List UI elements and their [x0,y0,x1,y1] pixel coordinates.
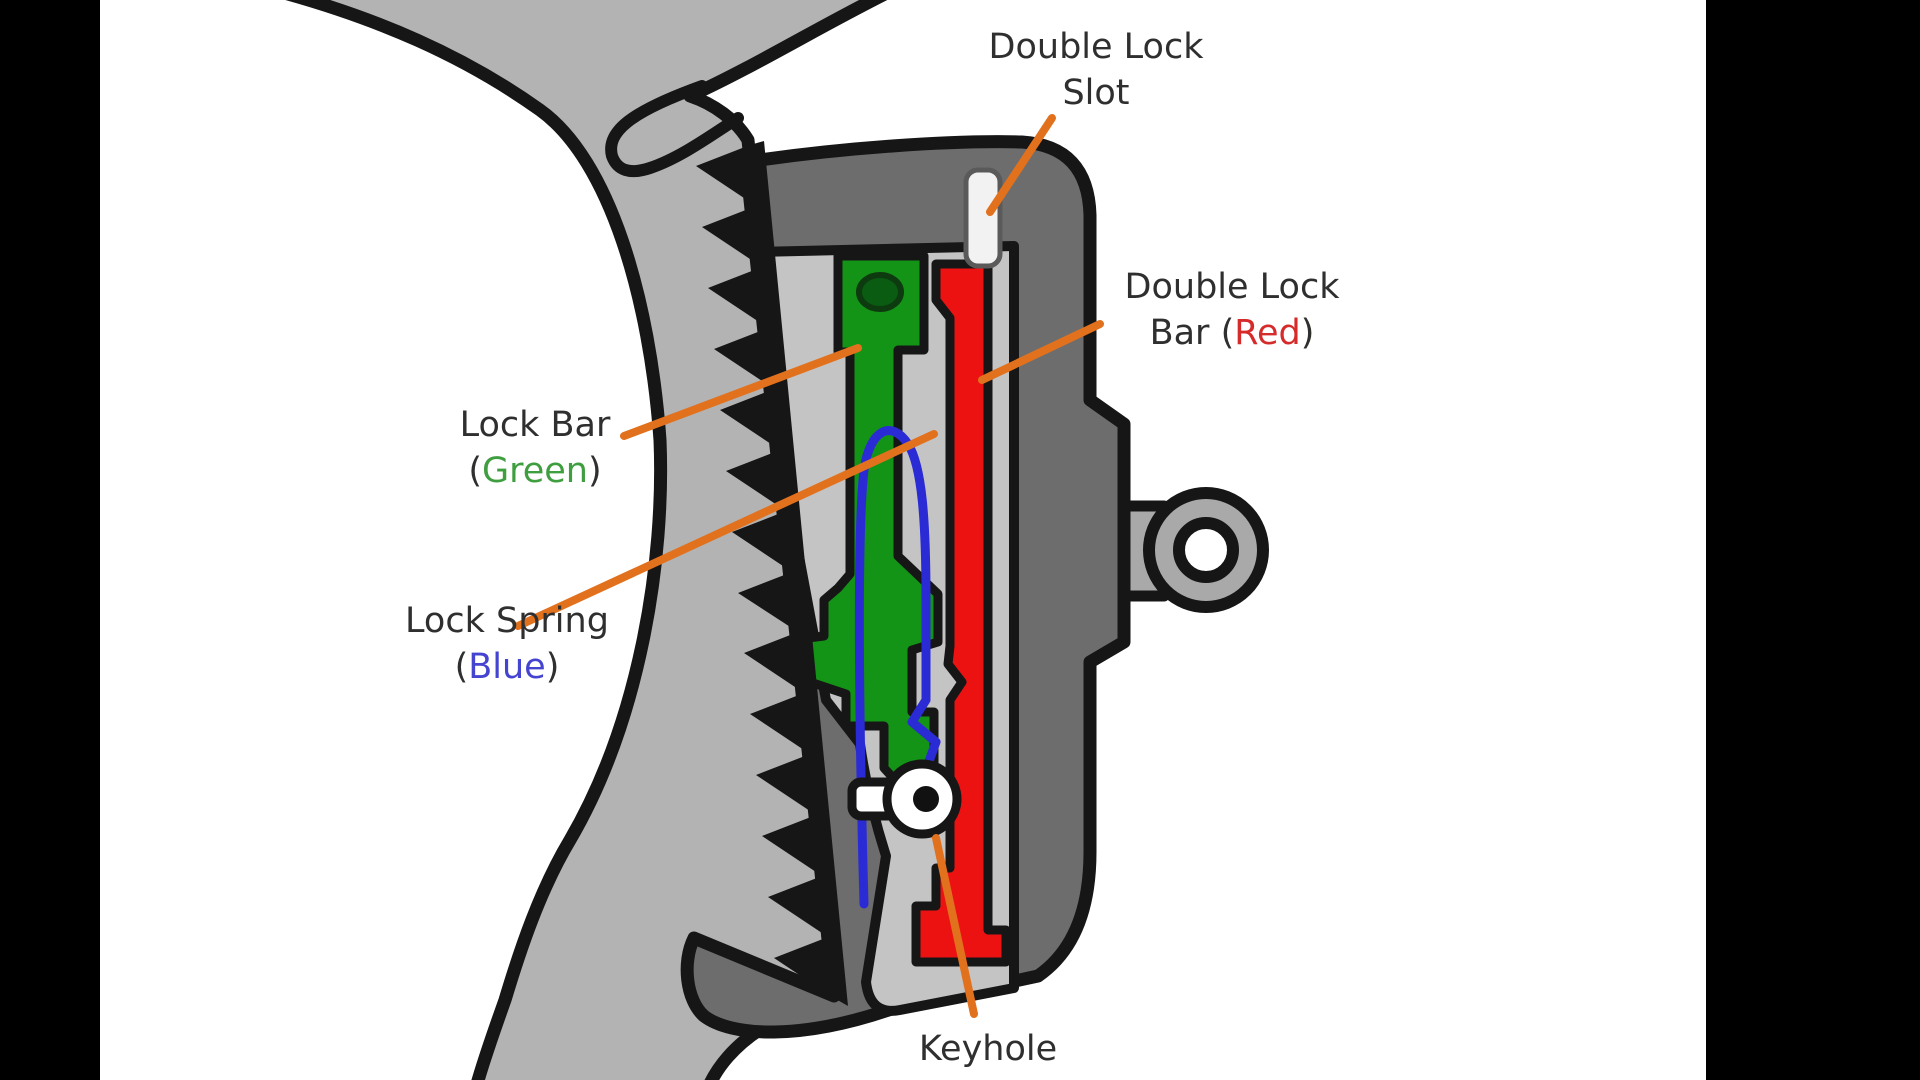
letterbox-bar-right [1706,0,1920,1080]
chain-ring-hole [1173,517,1239,583]
leader-lock-spring [514,430,938,630]
leader-double-lock-slot [986,114,1056,216]
label-lock-spring: Lock Spring (Blue) [347,598,667,690]
ratchet-teeth [696,141,848,1006]
label-colored-word: Green [482,451,588,491]
label-colored-word: Blue [468,647,546,687]
label-keyhole: Keyhole [838,1026,1138,1072]
letterbox-bar-left [0,0,100,1080]
label-double-lock-slot: Double Lock Slot [916,24,1276,116]
label-line: Lock Bar [459,405,611,445]
label-line: Double Lock [988,27,1204,67]
label-lock-bar: Lock Bar (Green) [375,402,695,494]
leader-double-lock-bar [978,320,1104,384]
label-line: (Blue) [454,647,560,687]
label-line: Lock Spring [405,601,609,641]
keyhole-dot [913,786,939,812]
label-colored-word: Red [1234,313,1301,353]
double-lock-slot [963,167,1003,269]
bow-tip-outline [605,80,744,177]
label-line: Bar (Red) [1149,313,1315,353]
label-line: Double Lock [1124,267,1340,307]
lock-bar-pivot [856,272,904,312]
bow-arm [285,0,888,1080]
label-line: Slot [1062,73,1130,113]
double-lock-bar-red [911,259,1011,967]
leader-keyhole [932,834,978,1018]
leader-lock-bar [620,344,862,440]
label-line: (Green) [468,451,602,491]
label-line: Keyhole [918,1029,1058,1069]
label-double-lock-bar: Double Lock Bar (Red) [1042,264,1422,356]
lock-spring-blue [854,426,941,909]
